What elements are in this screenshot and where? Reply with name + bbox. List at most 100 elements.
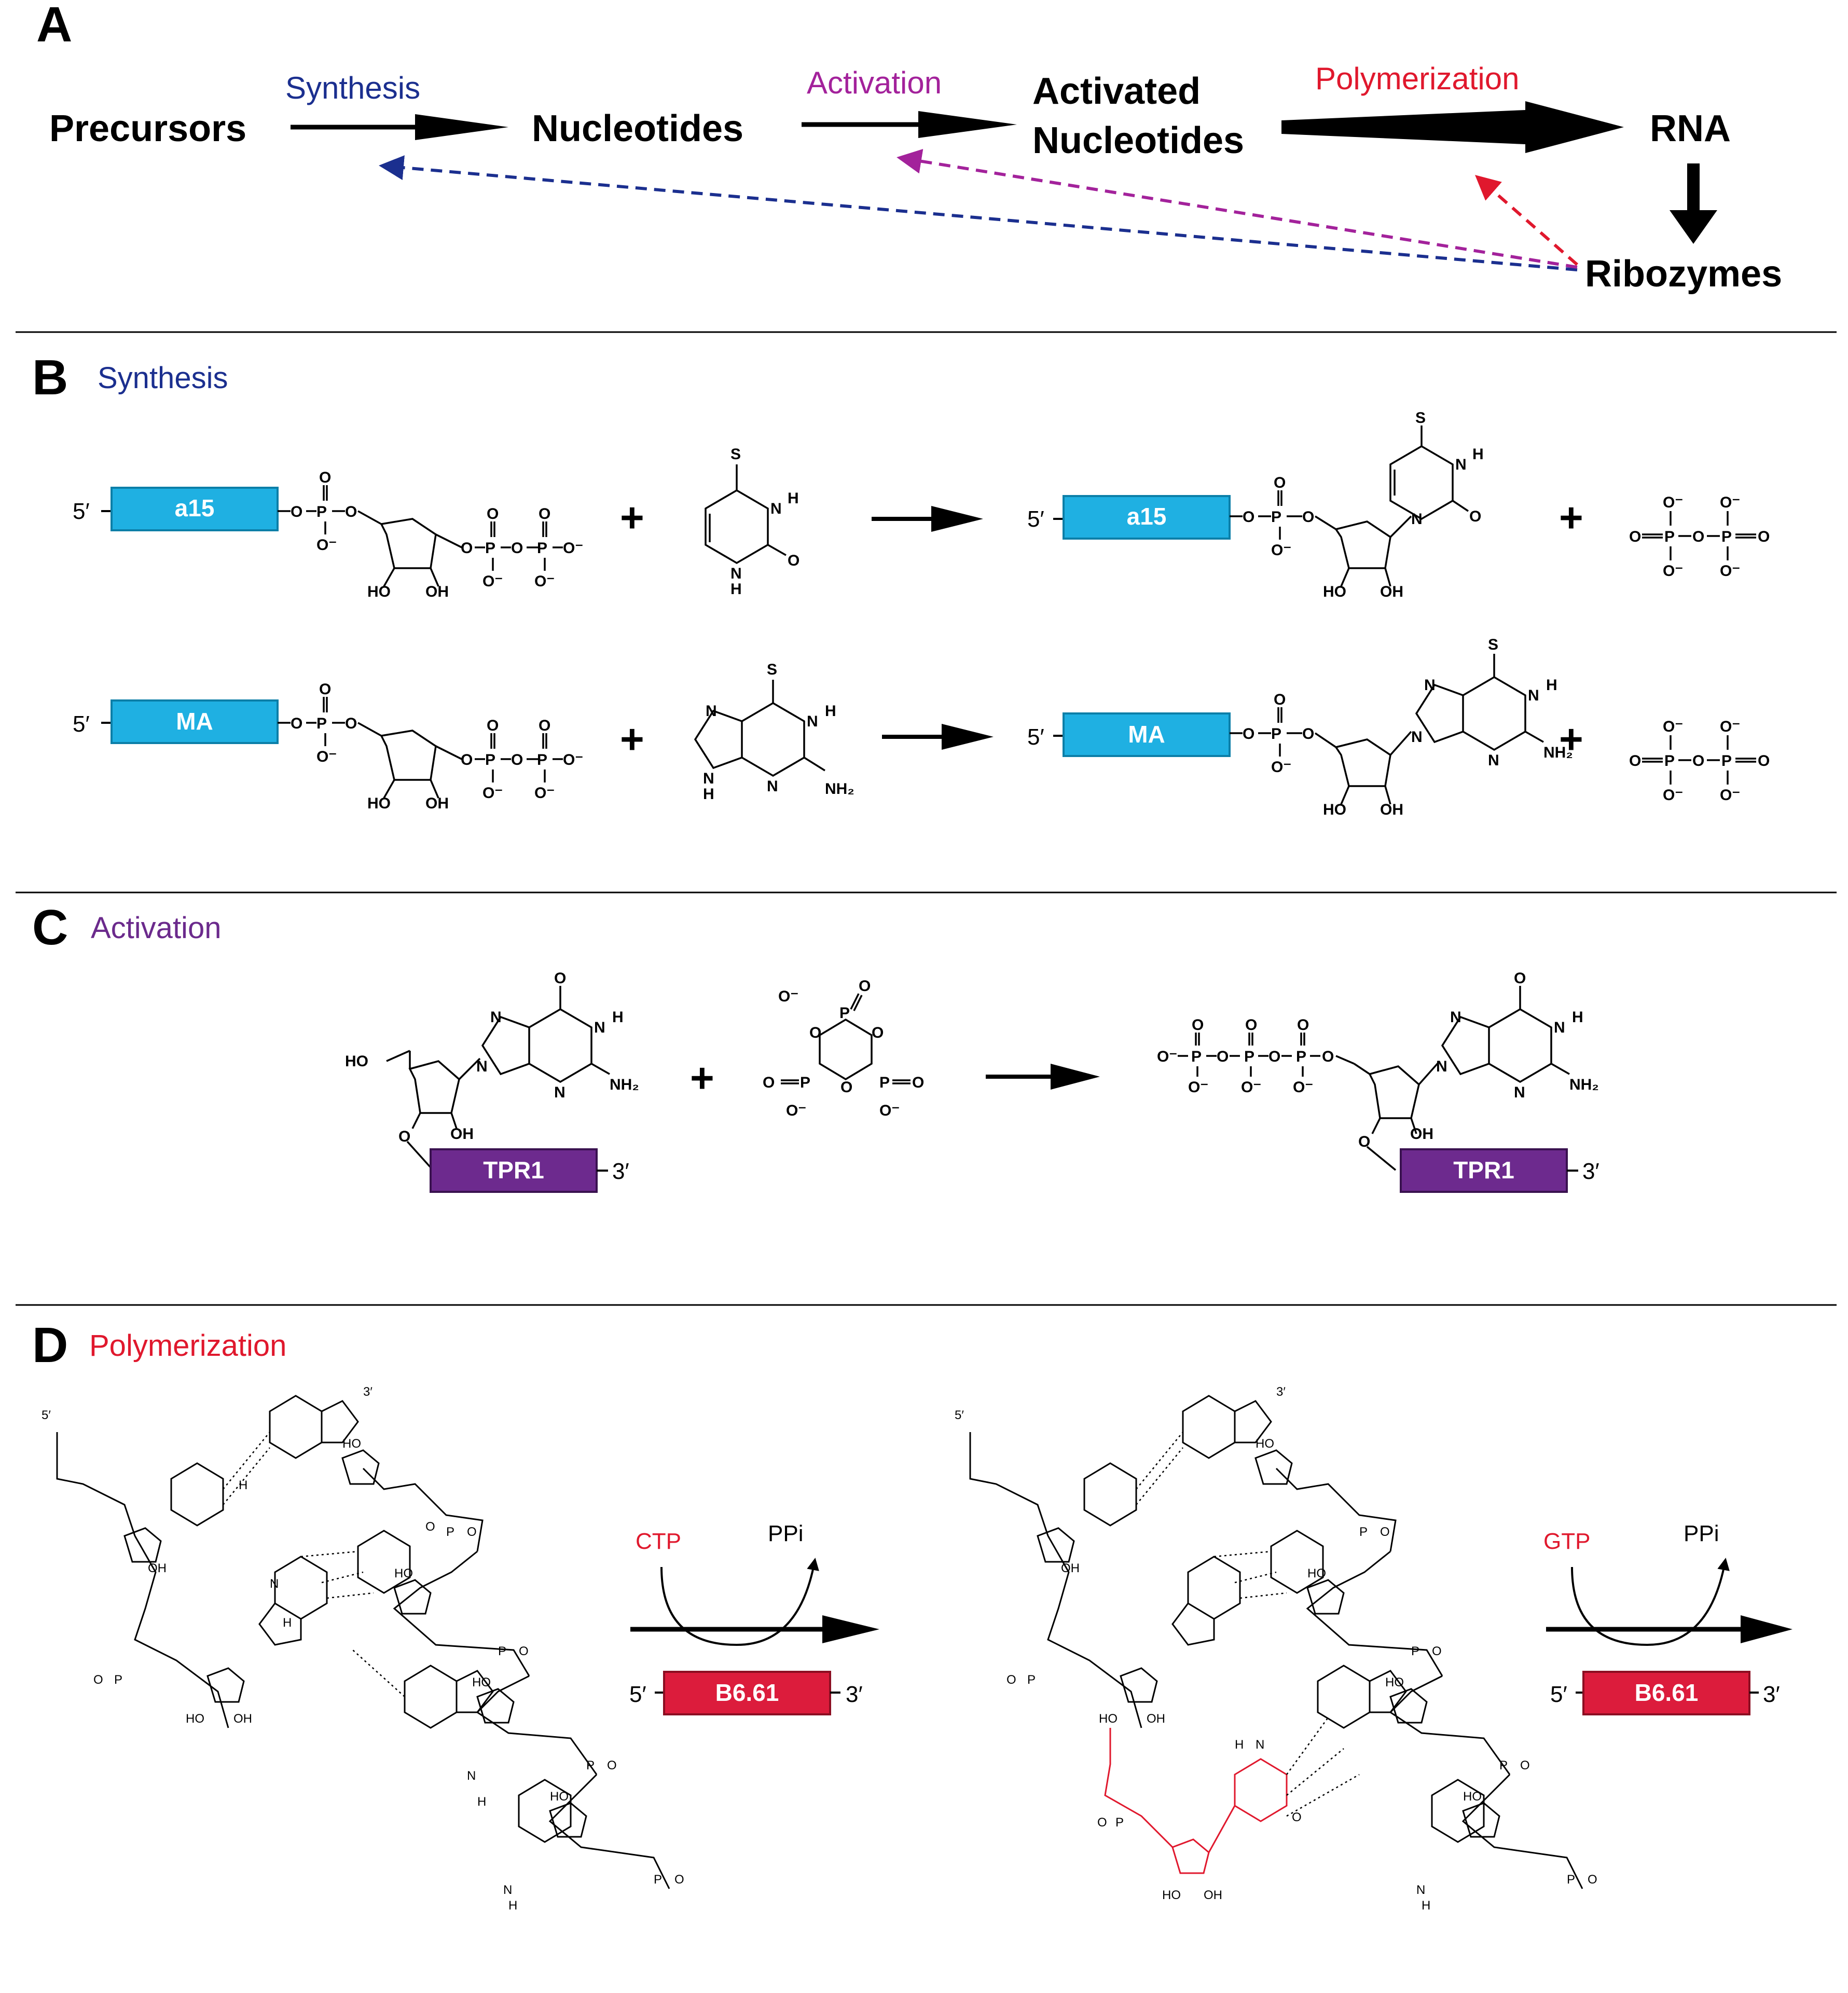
svg-text:P: P [1721, 752, 1732, 769]
svg-text:O⁻: O⁻ [1720, 718, 1740, 735]
svg-text:O: O [1692, 528, 1704, 545]
step1-curved-arrow [660, 1558, 819, 1646]
svg-text:NH₂: NH₂ [1543, 744, 1573, 761]
panel-c: C Activation HO O OH O N H N N N NH₂ [16, 900, 1837, 1306]
node-nucleotides: Nucleotides [532, 108, 743, 149]
svg-text:O: O [539, 505, 550, 523]
svg-text:P: P [1359, 1525, 1368, 1539]
svg-text:O: O [425, 1520, 435, 1534]
arrow-polymerization [1281, 101, 1624, 153]
rna-duplex-extended [969, 1395, 1583, 1889]
node-activated-line1: Activated [1032, 71, 1201, 112]
svg-text:P: P [316, 715, 327, 732]
svg-text:P: P [485, 751, 495, 768]
svg-text:O: O [1217, 1048, 1229, 1065]
svg-text:P: P [498, 1644, 506, 1658]
ribozyme-a15-product-label: a15 [1127, 503, 1167, 530]
svg-text:P: P [1271, 508, 1281, 526]
svg-text:HO: HO [1385, 1675, 1404, 1689]
svg-text:N: N [476, 1058, 488, 1075]
svg-text:H: H [1546, 677, 1557, 694]
process-synthesis-label: Synthesis [285, 71, 420, 105]
panel-label-d: D [32, 1317, 68, 1373]
svg-text:O⁻: O⁻ [316, 537, 337, 554]
svg-text:O: O [1192, 1016, 1204, 1034]
svg-text:P: P [1499, 1758, 1508, 1772]
plus-sign: + [620, 494, 644, 541]
svg-text:HO: HO [1463, 1790, 1482, 1804]
svg-text:HO: HO [342, 1437, 361, 1451]
svg-text:H: H [283, 1616, 292, 1630]
svg-text:HO: HO [345, 1053, 368, 1070]
svg-text:HO: HO [550, 1790, 569, 1804]
ribozyme-ma-product-label: MA [1128, 721, 1165, 748]
prpp-structure-2 [278, 697, 563, 799]
svg-text:N: N [554, 1084, 566, 1101]
rna-duplex-initial-atoms: 3′ 5′ HO O P O OH HO P O O P HO OH HO P … [42, 1385, 684, 1913]
svg-text:O: O [607, 1758, 617, 1772]
svg-text:O: O [511, 540, 523, 557]
svg-text:OH: OH [148, 1561, 167, 1575]
svg-text:O: O [1588, 1873, 1597, 1887]
thioguanine-structure [694, 680, 825, 777]
svg-text:P: P [1296, 1048, 1306, 1065]
svg-text:O: O [1520, 1758, 1530, 1772]
svg-text:O: O [291, 715, 302, 732]
prpp-structure [278, 485, 563, 587]
svg-text:O⁻: O⁻ [563, 751, 583, 768]
svg-text:P: P [1191, 1048, 1202, 1065]
svg-text:N: N [1450, 1009, 1461, 1026]
svg-text:P: P [879, 1074, 890, 1091]
svg-text:OH: OH [1380, 583, 1403, 600]
svg-text:H: H [788, 490, 799, 507]
svg-text:O⁻: O⁻ [316, 748, 337, 765]
svg-text:O: O [872, 1024, 884, 1041]
svg-text:5′: 5′ [955, 1408, 964, 1422]
svg-text:N: N [270, 1577, 279, 1591]
svg-text:NH₂: NH₂ [825, 780, 854, 798]
svg-text:O⁻: O⁻ [1293, 1079, 1313, 1096]
step1-product-ppi: PPi [768, 1521, 803, 1546]
svg-text:H: H [1422, 1899, 1430, 1913]
feedback-activation [897, 149, 1578, 269]
five-prime-label: 5′ [1550, 1682, 1567, 1707]
svg-text:S: S [1415, 409, 1426, 427]
svg-text:O⁻: O⁻ [482, 785, 503, 802]
reaction-b1: 5′ a15 [73, 409, 1770, 600]
svg-text:OH: OH [450, 1125, 474, 1143]
svg-text:O: O [1514, 970, 1526, 987]
svg-text:O: O [1243, 508, 1254, 526]
svg-text:O: O [487, 505, 499, 523]
svg-text:O: O [1469, 508, 1481, 525]
svg-text:N: N [1554, 1019, 1565, 1036]
ribozyme-b661-label-1: B6.61 [715, 1679, 779, 1706]
svg-text:O⁻: O⁻ [1720, 494, 1740, 511]
svg-text:O⁻: O⁻ [563, 540, 583, 557]
ribozyme-a15-product-box [1063, 495, 1231, 540]
svg-text:H: H [825, 703, 836, 720]
svg-text:O: O [93, 1673, 103, 1687]
svg-text:O: O [1758, 752, 1770, 769]
svg-text:O⁻: O⁻ [786, 1102, 806, 1119]
svg-text:O: O [674, 1873, 684, 1887]
three-prime-label: 3′ [1582, 1159, 1599, 1184]
svg-text:O: O [1245, 1016, 1257, 1034]
svg-text:P: P [446, 1525, 454, 1539]
svg-text:3′: 3′ [1276, 1385, 1286, 1399]
svg-text:O: O [1380, 1525, 1390, 1539]
svg-text:N: N [490, 1009, 502, 1026]
svg-text:H: H [612, 1009, 624, 1026]
svg-text:O⁻: O⁻ [1271, 542, 1291, 559]
plus-sign: + [690, 1055, 714, 1101]
gtp-product-structure [1178, 986, 1570, 1171]
trimetaphosphate-structure [781, 993, 911, 1084]
svg-text:OH: OH [1380, 801, 1403, 818]
node-activated-line2: Nucleotides [1032, 120, 1244, 161]
svg-text:HO: HO [1256, 1437, 1274, 1451]
feedback-polymerization [1474, 175, 1578, 266]
svg-text:P: P [1721, 528, 1732, 545]
svg-text:O: O [840, 1079, 852, 1096]
svg-text:P: P [1115, 1816, 1124, 1830]
pyrophosphate-structure-2 [1642, 735, 1756, 785]
svg-text:3′: 3′ [363, 1385, 373, 1399]
